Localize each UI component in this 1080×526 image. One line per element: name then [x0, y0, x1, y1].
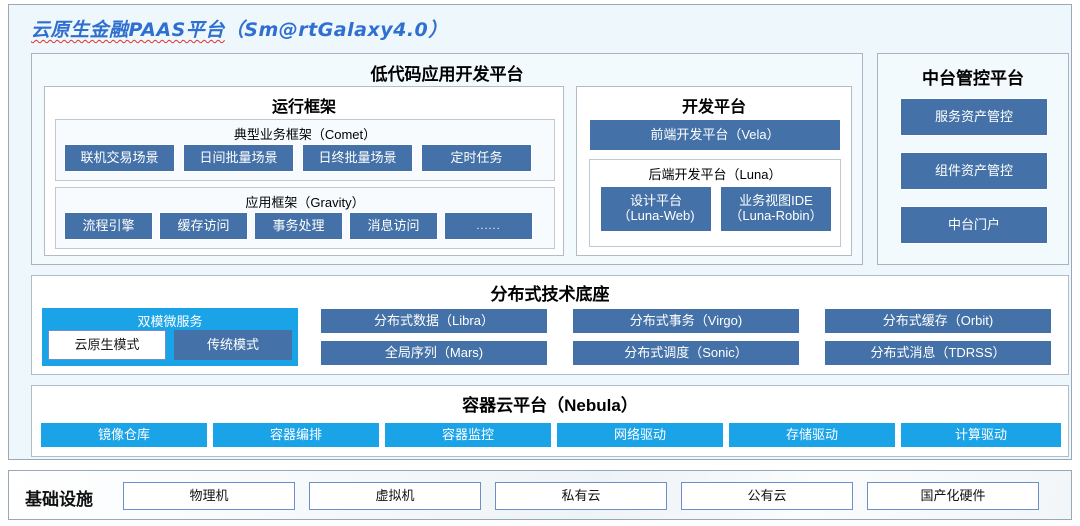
chip-comet-2[interactable]: 日终批量场景	[302, 144, 413, 172]
dual-mode-microservice-panel: 双模微服务 云原生模式 传统模式	[42, 308, 298, 366]
chip-gravity-1[interactable]: 缓存访问	[159, 212, 248, 240]
chip-container-0[interactable]: 镜像仓库	[40, 422, 208, 448]
chip-comet-3[interactable]: 定时任务	[421, 144, 532, 172]
chip-gravity-2[interactable]: 事务处理	[254, 212, 343, 240]
dual-mode-header: 双模微服务	[137, 314, 203, 329]
chip-cloud-native-mode[interactable]: 云原生模式	[48, 330, 166, 360]
chip-dist-2-1[interactable]: 分布式消息（TDRSS）	[824, 340, 1052, 366]
backend-luna-header: 后端开发平台（Luna）	[648, 167, 782, 182]
mid-platform-header: 中台管控平台	[922, 69, 1024, 88]
infrastructure-label: 基础设施	[25, 490, 93, 509]
chip-frontend-vela[interactable]: 前端开发平台（Vela）	[589, 119, 841, 151]
chip-traditional-mode[interactable]: 传统模式	[174, 330, 292, 360]
gravity-header: 应用框架（Gravity）	[245, 195, 365, 210]
chip-container-2[interactable]: 容器监控	[384, 422, 552, 448]
runtime-framework-panel: 运行框架 典型业务框架（Comet） 联机交易场景 日间批量场景 日终批量场景 …	[44, 86, 564, 256]
distributed-base-panel: 分布式技术底座 双模微服务 云原生模式 传统模式 分布式数据（Libra） 全局…	[31, 275, 1069, 375]
chip-dist-2-0[interactable]: 分布式缓存（Orbit)	[824, 308, 1052, 334]
chip-luna-web[interactable]: 设计平台 （Luna-Web)	[600, 186, 712, 232]
runtime-framework-header: 运行框架	[271, 99, 336, 116]
chip-dist-0-0[interactable]: 分布式数据（Libra）	[320, 308, 548, 334]
comet-header: 典型业务框架（Comet）	[233, 127, 377, 142]
chip-infra-2[interactable]: 私有云	[495, 482, 667, 510]
low-code-platform-panel: 低代码应用开发平台 运行框架 典型业务框架（Comet） 联机交易场景 日间批量…	[31, 53, 863, 265]
chip-mid-0[interactable]: 服务资产管控	[900, 98, 1048, 136]
chip-dist-0-1[interactable]: 全局序列（Mars)	[320, 340, 548, 366]
low-code-platform-header: 低代码应用开发平台	[370, 65, 524, 84]
chip-mid-1[interactable]: 组件资产管控	[900, 152, 1048, 190]
chip-gravity-4[interactable]: ......	[444, 212, 533, 240]
chip-infra-4[interactable]: 国产化硬件	[867, 482, 1039, 510]
chip-gravity-0[interactable]: 流程引擎	[64, 212, 153, 240]
comet-panel: 典型业务框架（Comet） 联机交易场景 日间批量场景 日终批量场景 定时任务	[55, 119, 555, 181]
chip-mid-2[interactable]: 中台门户	[900, 206, 1048, 244]
chip-container-1[interactable]: 容器编排	[212, 422, 380, 448]
chip-comet-1[interactable]: 日间批量场景	[183, 144, 294, 172]
chip-gravity-3[interactable]: 消息访问	[349, 212, 438, 240]
chip-dist-1-1[interactable]: 分布式调度（Sonic）	[572, 340, 800, 366]
page-title-english: （Sm@rtGalaxy4.0）	[224, 19, 448, 41]
chip-container-4[interactable]: 存储驱动	[728, 422, 896, 448]
chip-luna-robin[interactable]: 业务视图IDE （Luna-Robin）	[720, 186, 832, 232]
container-cloud-header: 容器云平台（Nebula）	[462, 396, 638, 415]
backend-luna-panel: 后端开发平台（Luna） 设计平台 （Luna-Web) 业务视图IDE （Lu…	[589, 159, 841, 247]
chip-comet-0[interactable]: 联机交易场景	[64, 144, 175, 172]
dev-platform-panel: 开发平台 前端开发平台（Vela） 后端开发平台（Luna） 设计平台 （Lun…	[576, 86, 852, 256]
infrastructure-panel: 基础设施 物理机 虚拟机 私有云 公有云 国产化硬件	[8, 470, 1072, 520]
distributed-base-header: 分布式技术底座	[490, 285, 610, 304]
chip-container-3[interactable]: 网络驱动	[556, 422, 724, 448]
page-title-chinese: 云原生金融PAAS平台	[31, 19, 225, 41]
chip-infra-0[interactable]: 物理机	[123, 482, 295, 510]
main-platform-frame: 云原生金融PAAS平台（Sm@rtGalaxy4.0） 低代码应用开发平台 运行…	[8, 4, 1072, 460]
dev-platform-header: 开发平台	[681, 99, 746, 116]
chip-infra-3[interactable]: 公有云	[681, 482, 853, 510]
container-cloud-panel: 容器云平台（Nebula） 镜像仓库 容器编排 容器监控 网络驱动 存储驱动 计…	[31, 385, 1069, 457]
chip-container-5[interactable]: 计算驱动	[900, 422, 1062, 448]
gravity-panel: 应用框架（Gravity） 流程引擎 缓存访问 事务处理 消息访问 ......	[55, 187, 555, 249]
page-title: 云原生金融PAAS平台（Sm@rtGalaxy4.0）	[31, 15, 448, 42]
mid-platform-panel: 中台管控平台 服务资产管控 组件资产管控 中台门户	[877, 53, 1069, 265]
chip-dist-1-0[interactable]: 分布式事务（Virgo)	[572, 308, 800, 334]
chip-infra-1[interactable]: 虚拟机	[309, 482, 481, 510]
